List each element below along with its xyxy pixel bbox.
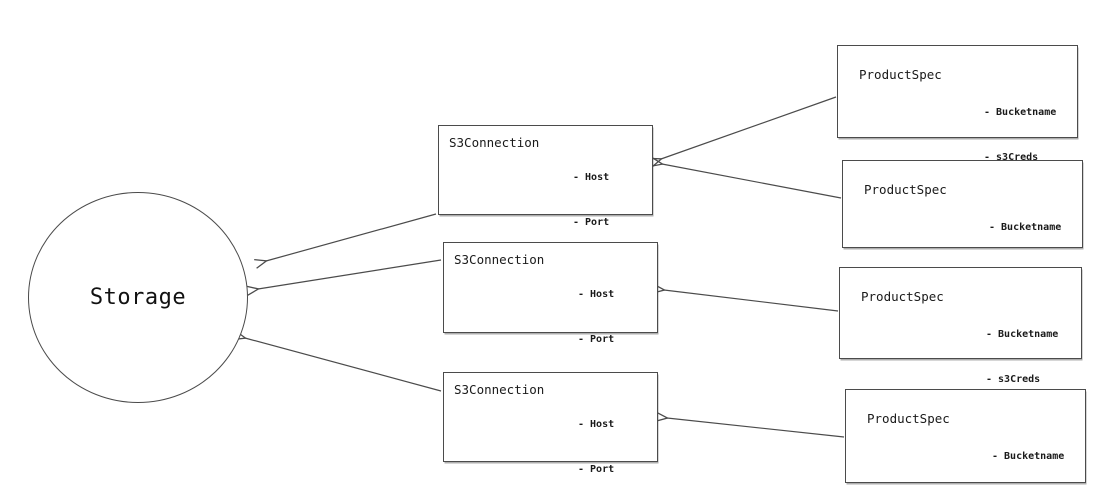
arrow-s3connection2-to-storage [246,259,442,296]
product-spec-node-3: ProductSpec - Bucketname - s3Creds [839,267,1082,385]
attribute: - Bucketname [989,222,1062,233]
storage-node-label: Storage [89,285,187,310]
node-label: S3Connection [454,252,545,267]
attribute: - Host [578,289,615,300]
arrow-productspec2-to-s3connection1 [650,156,842,199]
attribute: - s3Creds [986,374,1041,385]
attribute: - Port [578,334,615,345]
storage-node: Storage [28,192,248,403]
s3-connection-node-1: S3Connection - Host - Port - TLS [438,125,653,273]
node-label: S3Connection [454,382,545,397]
attribute-list: - Bucketname - s3Creds [992,419,1064,493]
attribute: - Bucketname [992,451,1065,462]
product-spec-node-4: ProductSpec - Bucketname - s3Creds [845,389,1086,483]
attribute-list: - Host - Port - TLS [578,387,614,493]
attribute: - Port [573,217,610,228]
arrow-s3connection1-to-storage [254,213,437,269]
node-label: ProductSpec [859,67,942,82]
s3-connection-node-2: S3Connection - Host - Port - TLS [443,242,658,390]
attribute: - Host [573,172,610,183]
attribute: - Bucketname [986,329,1059,340]
node-label: ProductSpec [867,411,950,426]
arrow-productspec4-to-s3connection3 [655,411,845,438]
attribute: - s3Creds [984,152,1039,163]
attribute: - Port [578,464,615,475]
arrow-productspec3-to-s3connection2 [652,283,839,312]
node-label: ProductSpec [861,289,944,304]
s3-connection-node-3: S3Connection - Host - Port - TLS [443,372,658,475]
attribute: - Bucketname [984,107,1057,118]
attribute-list: - Bucketname - s3Creds [984,75,1056,195]
node-label: S3Connection [449,135,540,150]
product-spec-node-2: ProductSpec - Bucketname - s3Creds [842,160,1083,278]
arrow-s3connection3-to-storage [233,330,442,392]
attribute: - Host [578,419,615,430]
product-spec-node-1: ProductSpec - Bucketname - s3Creds [837,45,1078,163]
attribute-list: - Bucketname - s3Creds [986,297,1058,417]
node-label: ProductSpec [864,182,947,197]
arrow-productspec1-to-s3connection1 [649,96,837,168]
